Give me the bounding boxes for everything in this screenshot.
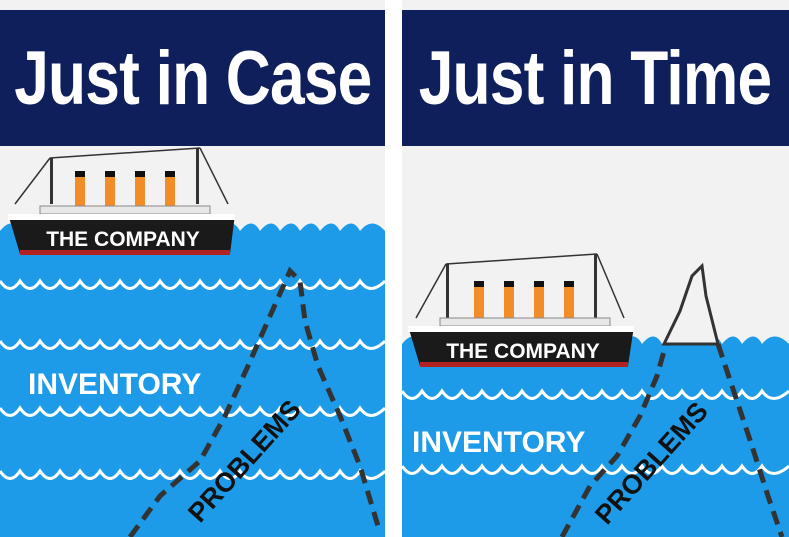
just-in-time-panel: Just in Time (402, 0, 789, 537)
ship-label: THE COMPANY (446, 340, 600, 363)
water-body (402, 336, 789, 537)
wave-lines (402, 388, 789, 475)
inventory-sea-scene: THE COMPANY INVENTORY PROBLEMS (0, 147, 385, 537)
ship-label: THE COMPANY (46, 228, 200, 251)
ship-icon (408, 253, 634, 367)
iceberg-outline (559, 343, 785, 537)
panel-title-bar: Just in Case (0, 10, 385, 146)
panel-title: Just in Case (13, 35, 372, 121)
just-in-case-panel: Just in Case (0, 0, 385, 537)
inventory-sea-scene: THE COMPANY INVENTORY PROBLEMS (402, 253, 789, 537)
inventory-label: INVENTORY (28, 368, 201, 401)
inventory-label: INVENTORY (412, 426, 585, 459)
ship-icon (8, 147, 235, 255)
iceberg-tip (661, 262, 720, 346)
panel-title: Just in Time (419, 35, 772, 121)
panel-title-bar: Just in Time (402, 10, 789, 146)
iceberg-outline (127, 266, 381, 537)
water-body (0, 223, 385, 537)
wave-lines (0, 278, 385, 480)
